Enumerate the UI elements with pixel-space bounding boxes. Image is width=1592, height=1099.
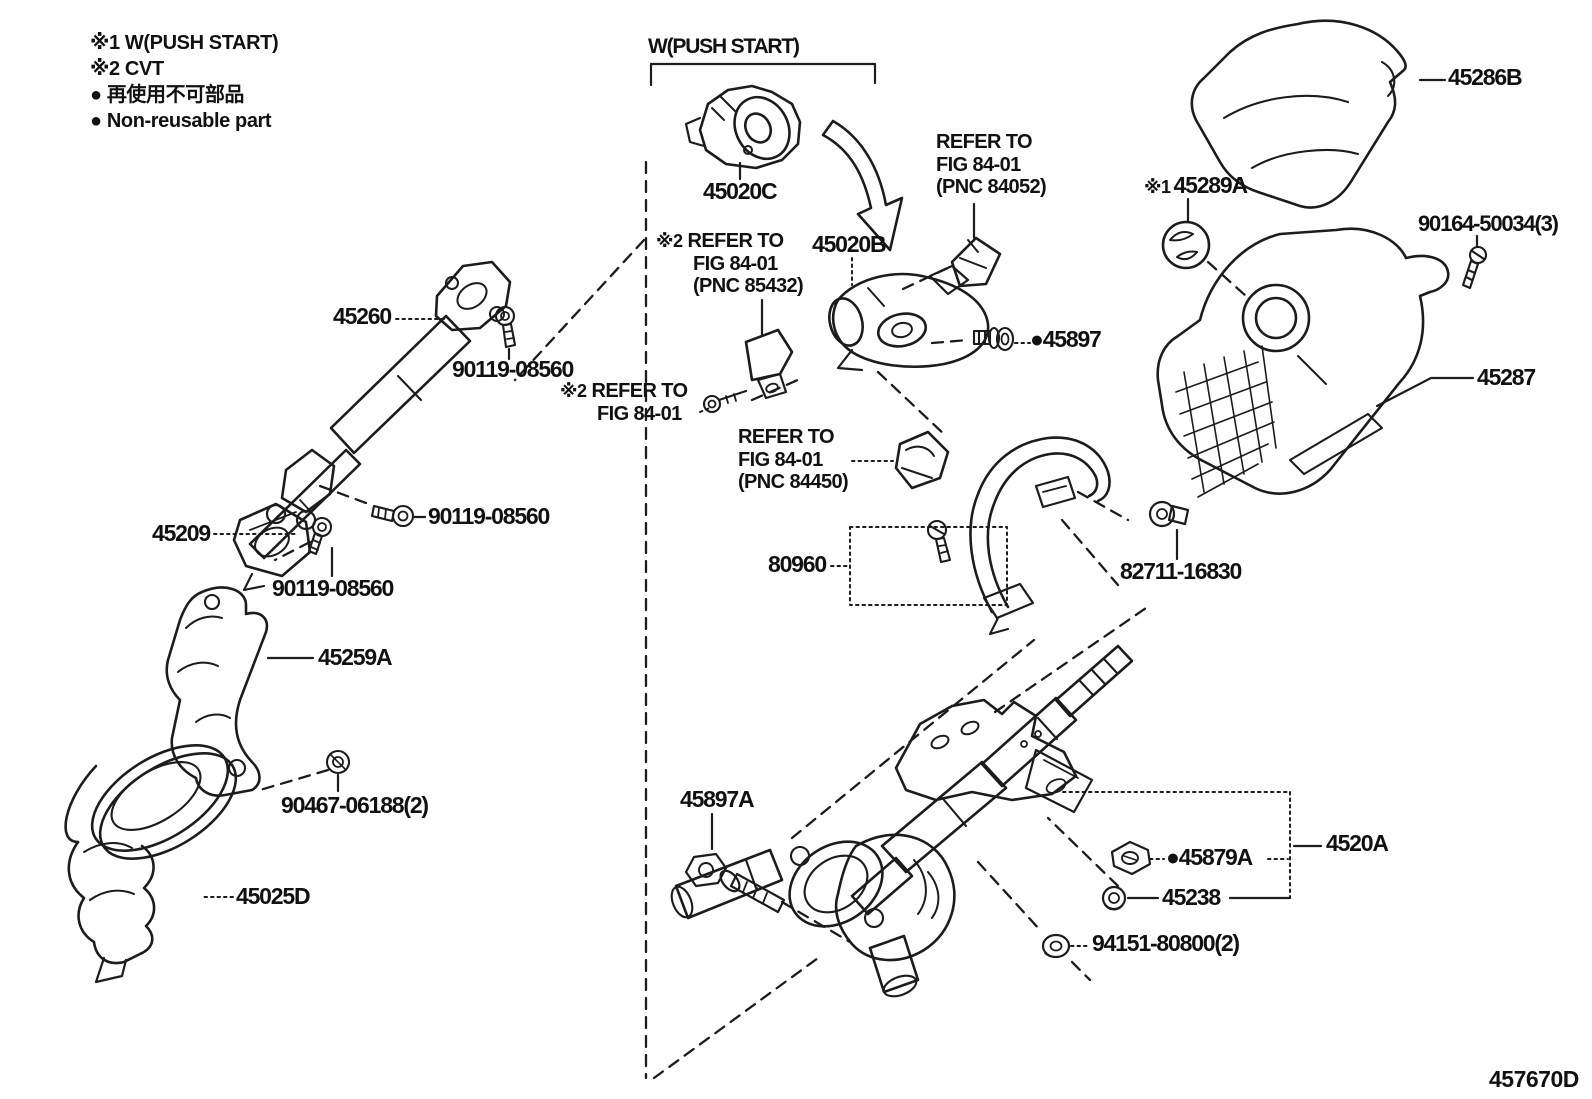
leader-lines	[266, 62, 1479, 900]
key-sleeve-84450-drawing	[894, 430, 950, 490]
part-label-45020C: 45020C	[703, 178, 778, 204]
part-label-82711: 82711-16830	[1120, 558, 1242, 584]
part-label-90119-right: 90119-08560	[428, 503, 550, 529]
note-line: FIG 84-01	[693, 252, 778, 275]
bolt-90119-top-drawing	[494, 305, 517, 349]
bolt-45897-drawing	[972, 326, 1015, 352]
group-label-push-start: W(PUSH START)	[648, 35, 800, 58]
legend-item: ※1 W(PUSH START)	[90, 32, 279, 54]
part-label-45897: ●45897	[1030, 326, 1102, 352]
note-line: REFER TO	[591, 380, 689, 402]
part-label-45897A: 45897A	[680, 786, 755, 812]
part-label-4520A: 4520A	[1326, 830, 1389, 856]
lower-column-cover-45287-drawing	[1156, 227, 1450, 498]
transponder-part-84052-drawing	[950, 236, 1002, 288]
washer-94151-drawing	[1041, 933, 1071, 959]
part-label-90467: 90467-06188(2)	[281, 792, 429, 818]
harness-screw	[926, 519, 952, 564]
part-label-45286B: 45286B	[1448, 64, 1523, 90]
flow-arrow	[821, 119, 904, 252]
part-label-90119-lower: 90119-08560	[272, 575, 394, 601]
solenoid-85432-drawing	[702, 328, 794, 414]
universal-joint-45209-drawing	[232, 448, 336, 592]
nut-45238-drawing	[1101, 885, 1127, 911]
figure-code: 457670D	[1489, 1066, 1579, 1092]
key-cylinder-45289A-drawing	[1161, 220, 1211, 270]
note-refer-84052: REFER TO FIG 84-01 (PNC 84052)	[936, 131, 1047, 199]
part-label-45259A: 45259A	[318, 644, 393, 670]
column-assembly-4520A-drawing	[670, 644, 1134, 998]
cover-grid-texture	[1175, 345, 1277, 498]
push-start-bracket	[649, 62, 877, 87]
part-label-90164: 90164-50034(3)	[1418, 211, 1559, 236]
part-label-45025D: 45025D	[236, 883, 311, 909]
note-line: REFER TO	[738, 426, 835, 448]
note-prefix: ※2	[656, 231, 683, 251]
note-line: (PNC 85432)	[693, 275, 804, 297]
boot-45025D-drawing	[64, 744, 238, 984]
note-line: FIG 84-01	[597, 402, 682, 425]
part-label-80960: 80960	[768, 551, 827, 577]
steering-lock-45020B-drawing	[828, 264, 990, 372]
note-line: (PNC 84450)	[738, 471, 849, 493]
part-label-94151: 94151-80800(2)	[1092, 930, 1240, 956]
part-label-45879A: ●45879A	[1166, 844, 1253, 870]
part-label-45287: 45287	[1477, 364, 1536, 390]
nut-90467-drawing	[325, 749, 351, 775]
note-line: (PNC 84052)	[936, 176, 1047, 198]
upper-column-cover-45286B-drawing	[1190, 19, 1407, 209]
legend-item: ● Non-reusable part	[90, 110, 272, 132]
part-number: 45289A	[1173, 172, 1249, 198]
note-line: FIG 84-01	[936, 153, 1021, 176]
ignition-switch-45020C-drawing	[684, 84, 802, 170]
note-prefix: ※2	[560, 381, 587, 401]
note-line: REFER TO	[936, 131, 1033, 153]
note-line: REFER TO	[687, 230, 785, 252]
legend: ※1 W(PUSH START) ※2 CVT ● 再使用不可部品 ● Non-…	[90, 30, 279, 134]
bolt-45897A-drawing	[684, 852, 786, 914]
bolt-90119-right-drawing	[370, 504, 415, 528]
dashed-guide-lines	[258, 160, 1248, 1080]
wire-80960-drawing	[926, 436, 1111, 636]
screw-90164-drawing	[1461, 245, 1488, 290]
part-label-45260: 45260	[333, 303, 392, 329]
part-label-45209: 45209	[152, 520, 211, 546]
hole-cover-45259A-drawing	[165, 586, 269, 797]
legend-item: ※2 CVT	[90, 58, 164, 80]
part-label-45020B: 45020B	[812, 231, 887, 257]
legend-item: ● 再使用不可部品	[90, 84, 245, 106]
part-label-90119-top: 90119-08560	[452, 356, 574, 382]
clamp-82711-drawing	[1148, 500, 1190, 528]
note-prefix: ※1	[1144, 177, 1171, 197]
note-refer-84450: REFER TO FIG 84-01 (PNC 84450)	[738, 426, 849, 494]
part-label-45238: 45238	[1162, 884, 1221, 910]
note-line: FIG 84-01	[738, 448, 823, 471]
nut-45879A-drawing	[1110, 840, 1152, 876]
bolt-90119-lower-drawing	[307, 516, 333, 556]
